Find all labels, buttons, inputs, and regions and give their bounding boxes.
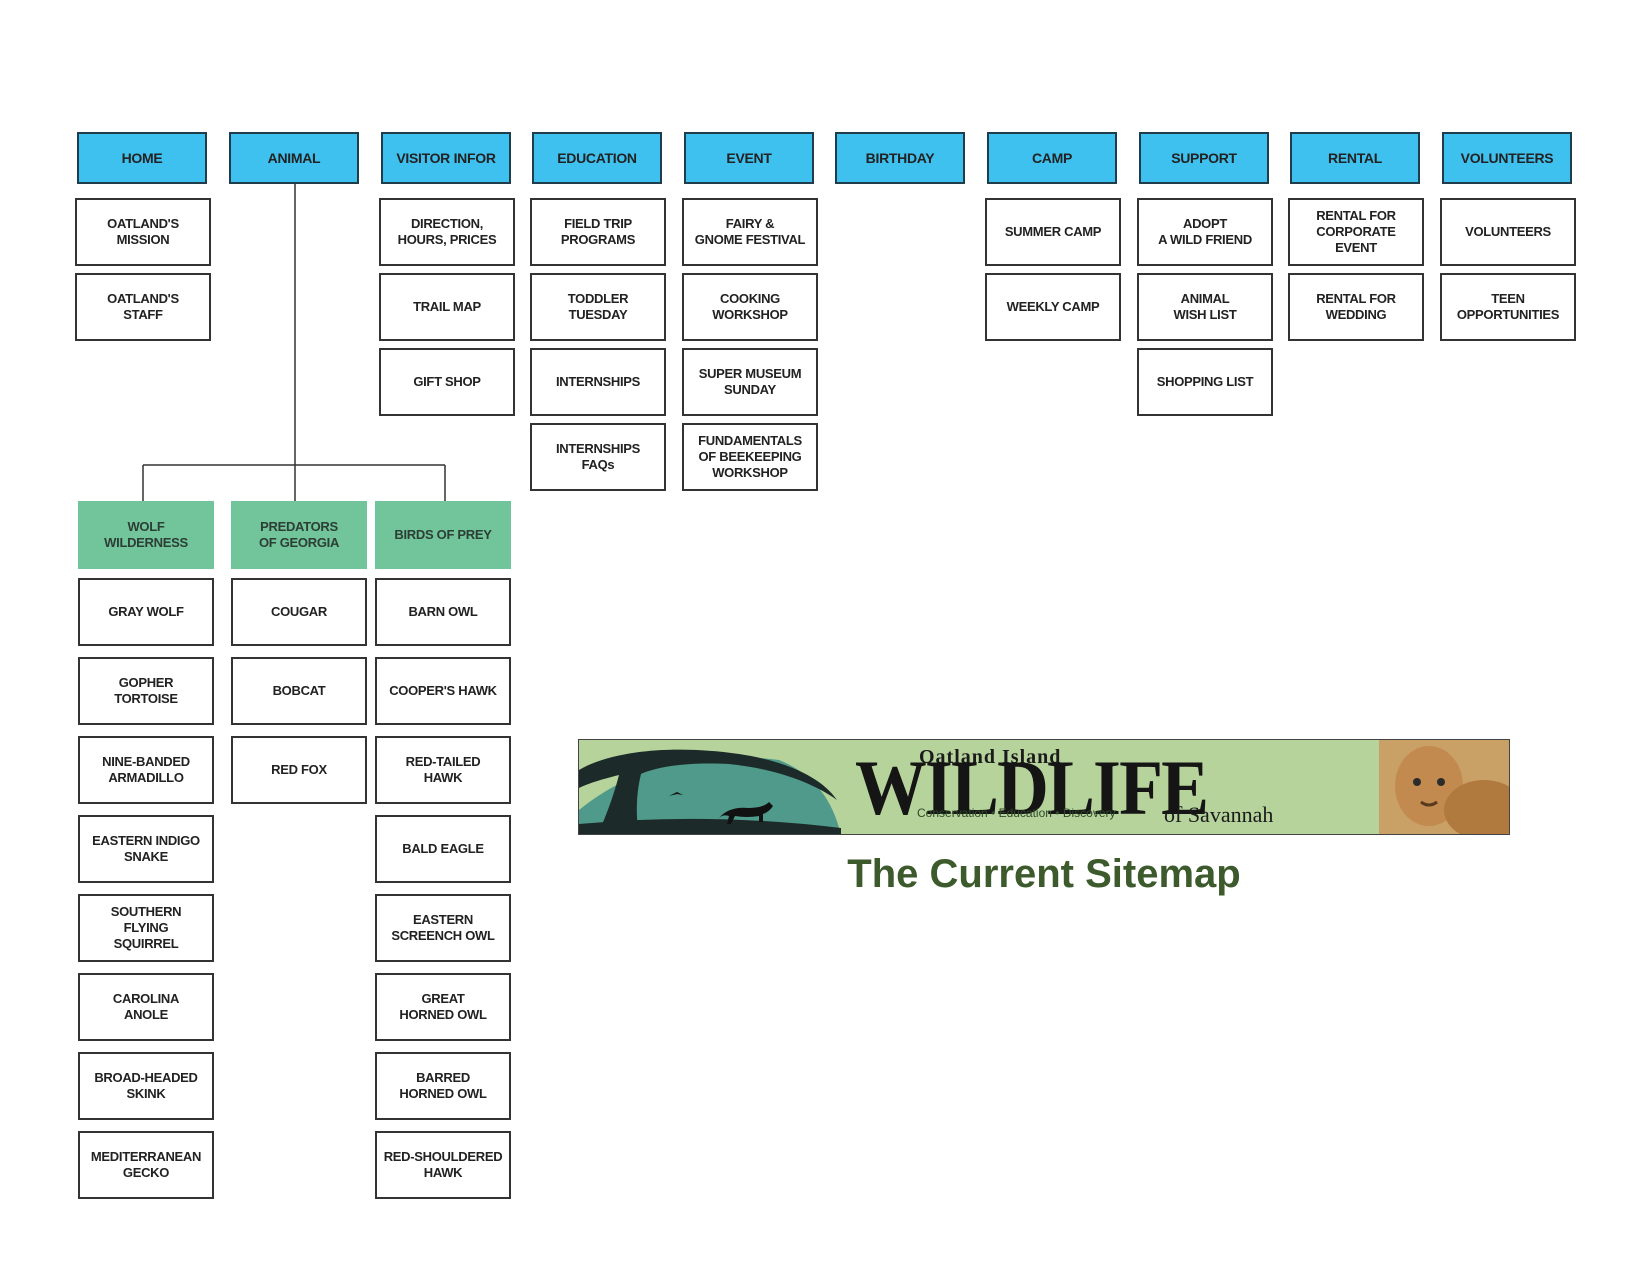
page-oatland-s-staff[interactable]: OATLAND'S STAFF (75, 273, 211, 341)
page-oatland-s-mission[interactable]: OATLAND'S MISSION (75, 198, 211, 266)
page-volunteers[interactable]: VOLUNTEERS (1440, 198, 1576, 266)
page-summer-camp[interactable]: SUMMER CAMP (985, 198, 1121, 266)
nav-rental[interactable]: RENTAL (1290, 132, 1420, 184)
page-eastern-screench-owl[interactable]: EASTERN SCREENCH OWL (375, 894, 511, 962)
nav-camp[interactable]: CAMP (987, 132, 1117, 184)
page-shopping-list[interactable]: SHOPPING LIST (1137, 348, 1273, 416)
page-red-shouldered-hawk[interactable]: RED-SHOULDERED HAWK (375, 1131, 511, 1199)
banner-tagline: Conservation • Education • Discovery (917, 806, 1116, 820)
nav-visitor-infor[interactable]: VISITOR INFOR (381, 132, 511, 184)
page-carolina-anole[interactable]: CAROLINA ANOLE (78, 973, 214, 1041)
page-direction-hours-prices[interactable]: DIRECTION, HOURS, PRICES (379, 198, 515, 266)
page-rental-for-wedding[interactable]: RENTAL FOR WEDDING (1288, 273, 1424, 341)
page-southern-flying-squirrel[interactable]: SOUTHERN FLYING SQUIRREL (78, 894, 214, 962)
page-broad-headed-skink[interactable]: BROAD-HEADED SKINK (78, 1052, 214, 1120)
page-mediterranean-gecko[interactable]: MEDITERRANEAN GECKO (78, 1131, 214, 1199)
habitat-dome-icon (579, 757, 841, 834)
page-internships[interactable]: INTERNSHIPS (530, 348, 666, 416)
cougar-silhouette-icon (719, 802, 773, 824)
page-red-tailed-hawk[interactable]: RED-TAILED HAWK (375, 736, 511, 804)
bird-icon (669, 792, 683, 796)
nav-home[interactable]: HOME (77, 132, 207, 184)
page-great-horned-owl[interactable]: GREAT HORNED OWL (375, 973, 511, 1041)
page-red-fox[interactable]: RED FOX (231, 736, 367, 804)
page-cougar[interactable]: COUGAR (231, 578, 367, 646)
nav-animal[interactable]: ANIMAL (229, 132, 359, 184)
wildlife-center-banner: Oatland Island WILDLIFE CENTER Conservat… (578, 739, 1510, 835)
page-barn-owl[interactable]: BARN OWL (375, 578, 511, 646)
cat-wolf-wilderness[interactable]: WOLF WILDERNESS (78, 501, 214, 569)
page-internships-faqs[interactable]: INTERNSHIPS FAQs (530, 423, 666, 491)
page-bald-eagle[interactable]: BALD EAGLE (375, 815, 511, 883)
page-cooking-workshop[interactable]: COOKING WORKSHOP (682, 273, 818, 341)
page-fundamentals-of-beekeeping-workshop[interactable]: FUNDAMENTALS OF BEEKEEPING WORKSHOP (682, 423, 818, 491)
cougar-photo (1379, 740, 1509, 834)
ground-icon (579, 818, 841, 834)
page-bobcat[interactable]: BOBCAT (231, 657, 367, 725)
cat-birds-of-prey[interactable]: BIRDS OF PREY (375, 501, 511, 569)
page-weekly-camp[interactable]: WEEKLY CAMP (985, 273, 1121, 341)
cat-predators-of-georgia[interactable]: PREDATORS OF GEORGIA (231, 501, 367, 569)
page-field-trip-programs[interactable]: FIELD TRIP PROGRAMS (530, 198, 666, 266)
page-rental-for-corporate-event[interactable]: RENTAL FOR CORPORATE EVENT (1288, 198, 1424, 266)
nav-support[interactable]: SUPPORT (1139, 132, 1269, 184)
page-nine-banded-armadillo[interactable]: NINE-BANDED ARMADILLO (78, 736, 214, 804)
banner-title-big: WILDLIFE CENTER (855, 744, 1209, 835)
page-trail-map[interactable]: TRAIL MAP (379, 273, 515, 341)
page-gopher-tortoise[interactable]: GOPHER TORTOISE (78, 657, 214, 725)
page-gray-wolf[interactable]: GRAY WOLF (78, 578, 214, 646)
nav-birthday[interactable]: BIRTHDAY (835, 132, 965, 184)
banner-city: of Savannah (1164, 802, 1274, 827)
page-adopt-a-wild-friend[interactable]: ADOPT A WILD FRIEND (1137, 198, 1273, 266)
page-barred-horned-owl[interactable]: BARRED HORNED OWL (375, 1052, 511, 1120)
banner-title-line1: Oatland Island (919, 746, 1062, 768)
page-toddler-tuesday[interactable]: TODDLER TUESDAY (530, 273, 666, 341)
nav-event[interactable]: EVENT (684, 132, 814, 184)
tree-silhouette-icon (579, 749, 837, 834)
nav-education[interactable]: EDUCATION (532, 132, 662, 184)
banner-illustration (579, 740, 1509, 834)
nav-volunteers[interactable]: VOLUNTEERS (1442, 132, 1572, 184)
page-eastern-indigo-snake[interactable]: EASTERN INDIGO SNAKE (78, 815, 214, 883)
page-teen-opportunities[interactable]: TEEN OPPORTUNITIES (1440, 273, 1576, 341)
page-super-museum-sunday[interactable]: SUPER MUSEUM SUNDAY (682, 348, 818, 416)
page-fairy-gnome-festival[interactable]: FAIRY & GNOME FESTIVAL (682, 198, 818, 266)
page-cooper-s-hawk[interactable]: COOPER'S HAWK (375, 657, 511, 725)
sitemap-caption: The Current Sitemap (847, 852, 1241, 896)
page-animal-wish-list[interactable]: ANIMAL WISH LIST (1137, 273, 1273, 341)
page-gift-shop[interactable]: GIFT SHOP (379, 348, 515, 416)
